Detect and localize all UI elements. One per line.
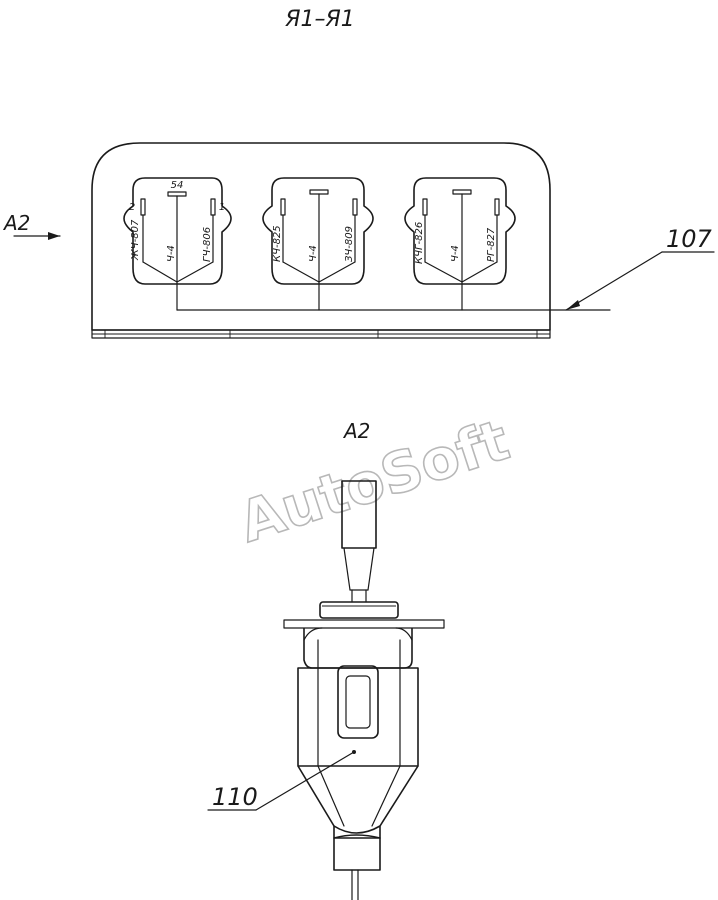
wire-label: КЧ-825 bbox=[272, 225, 283, 262]
wire-label: ЗЧ-809 bbox=[344, 226, 355, 262]
wire-label: КЧГ-826 bbox=[414, 222, 425, 264]
toggle-switch bbox=[283, 480, 445, 900]
wire-label: Ч-4 bbox=[166, 245, 177, 262]
wire-label: ГЧ-806 bbox=[202, 227, 213, 262]
view-arrow-label: А2 bbox=[2, 211, 30, 235]
right-pin-label: 1 bbox=[219, 202, 225, 213]
wire-label: Ч-4 bbox=[308, 245, 319, 262]
view-label: А2 bbox=[342, 419, 370, 443]
connector-2: КЧ-825 Ч-4 ЗЧ-809 bbox=[262, 177, 374, 311]
wire-label: ЖЧ-807 bbox=[130, 219, 141, 261]
callout-107: 107 bbox=[565, 225, 715, 311]
left-pin-label: 2 bbox=[129, 202, 135, 213]
callout-107-label: 107 bbox=[666, 225, 713, 253]
callout-110: 110 bbox=[207, 751, 355, 811]
wire-label: Ч-4 bbox=[450, 245, 461, 262]
section-title: Я1–Я1 bbox=[284, 7, 355, 32]
wire-label: РГ-827 bbox=[486, 227, 497, 262]
center-pin-label: 54 bbox=[171, 180, 184, 191]
connector-3: КЧГ-826 Ч-4 РГ-827 bbox=[404, 177, 516, 311]
view-arrow-a2: А2 bbox=[2, 211, 61, 240]
connector-1: 54 2 1 ЖЧ-807 Ч-4 ГЧ-806 bbox=[123, 177, 232, 311]
connector-panel bbox=[91, 142, 611, 339]
callout-110-label: 110 bbox=[212, 783, 258, 811]
